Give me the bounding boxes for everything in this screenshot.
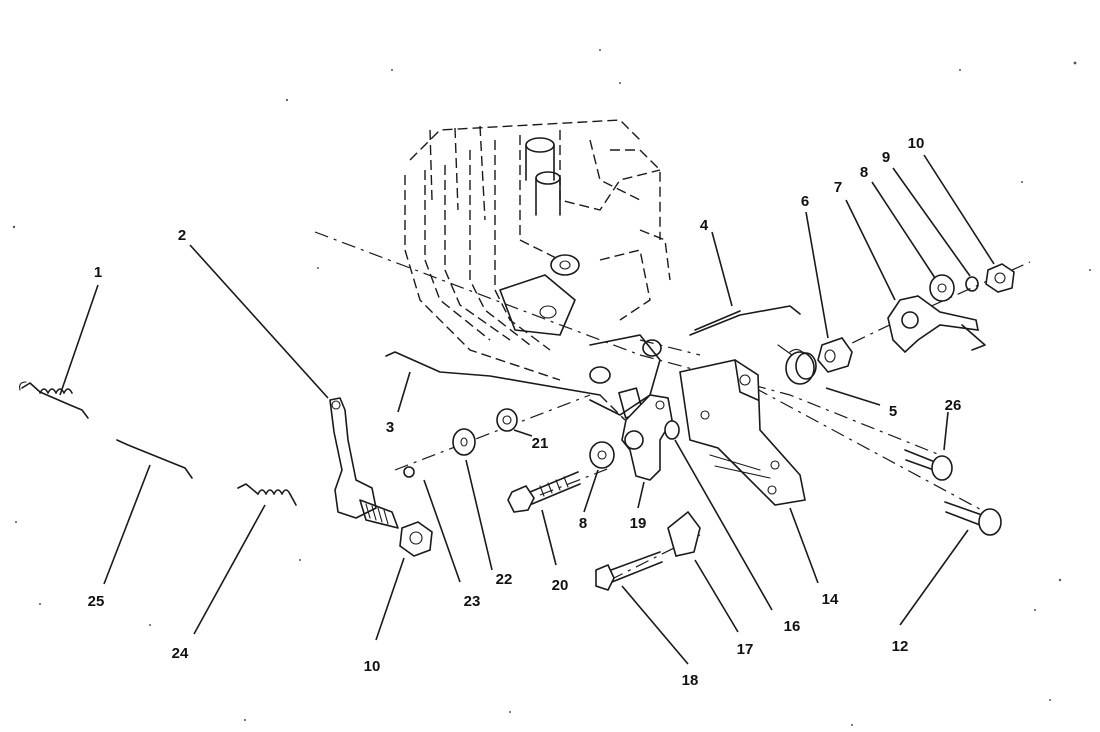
part-bushing-21: [496, 408, 518, 432]
engine-block: [404, 119, 671, 421]
part-bolt-20: [507, 471, 581, 513]
callout-19: 19: [630, 515, 647, 532]
callout-21: 21: [532, 435, 549, 452]
callout-23: 23: [464, 593, 481, 610]
callout-10-left: 10: [364, 658, 381, 675]
part-shoulder-bolt-26: [904, 449, 953, 481]
part-nut-10-left: [399, 521, 433, 557]
callout-12: 12: [892, 638, 909, 655]
callout-17: 17: [737, 641, 754, 658]
callout-16: 16: [784, 618, 801, 635]
part-spring-1: [19, 381, 89, 419]
callout-6: 6: [801, 193, 809, 210]
part-spring-24: [237, 483, 297, 506]
callout-7: 7: [834, 179, 842, 196]
part-throttle-lever-7: [887, 295, 986, 354]
callout-26: 26: [945, 397, 962, 414]
part-washer-23: [403, 466, 415, 478]
callout-4: 4: [700, 217, 709, 234]
callout-8-right: 8: [860, 164, 868, 181]
part-pivot-16: [664, 420, 680, 440]
part-governor-lever-2: [329, 397, 399, 529]
callout-20: 20: [552, 577, 569, 594]
part-lockwasher-9: [965, 276, 979, 292]
part-bolt-12: [944, 501, 1002, 536]
scan-noise: [12, 49, 1091, 726]
part-cable-clip-17: [667, 510, 701, 557]
part-washer-22: [452, 428, 476, 456]
part-throttle-link-4: [689, 305, 801, 336]
callout-labels: 1 2 3 4 5 6 7 8 9 10 26 21 8 19 22 20 23…: [88, 135, 962, 689]
part-nut-10-right: [985, 263, 1015, 293]
callout-8-center: 8: [579, 515, 587, 532]
leader-lines: [59, 154, 995, 665]
callout-9: 9: [882, 149, 890, 166]
callout-3: 3: [386, 419, 394, 436]
callout-22: 22: [496, 571, 513, 588]
callout-1: 1: [94, 264, 102, 281]
part-washer-8-center: [589, 441, 615, 469]
callout-2: 2: [178, 227, 186, 244]
callout-18: 18: [682, 672, 699, 689]
part-screw-18: [595, 551, 663, 591]
part-link-rod-25: [116, 439, 193, 479]
part-washer-8-right: [929, 274, 955, 302]
part-control-lever-19: [621, 394, 673, 481]
callout-10-right: 10: [908, 135, 925, 152]
callout-5: 5: [889, 403, 897, 420]
callout-24: 24: [172, 645, 189, 662]
callout-25: 25: [88, 593, 105, 610]
callout-14: 14: [822, 591, 839, 608]
part-bushing-6: [817, 337, 853, 373]
part-mounting-bracket-14: [679, 359, 806, 506]
part-governor-rod-3: [385, 351, 601, 396]
part-spring-5: [777, 344, 817, 385]
